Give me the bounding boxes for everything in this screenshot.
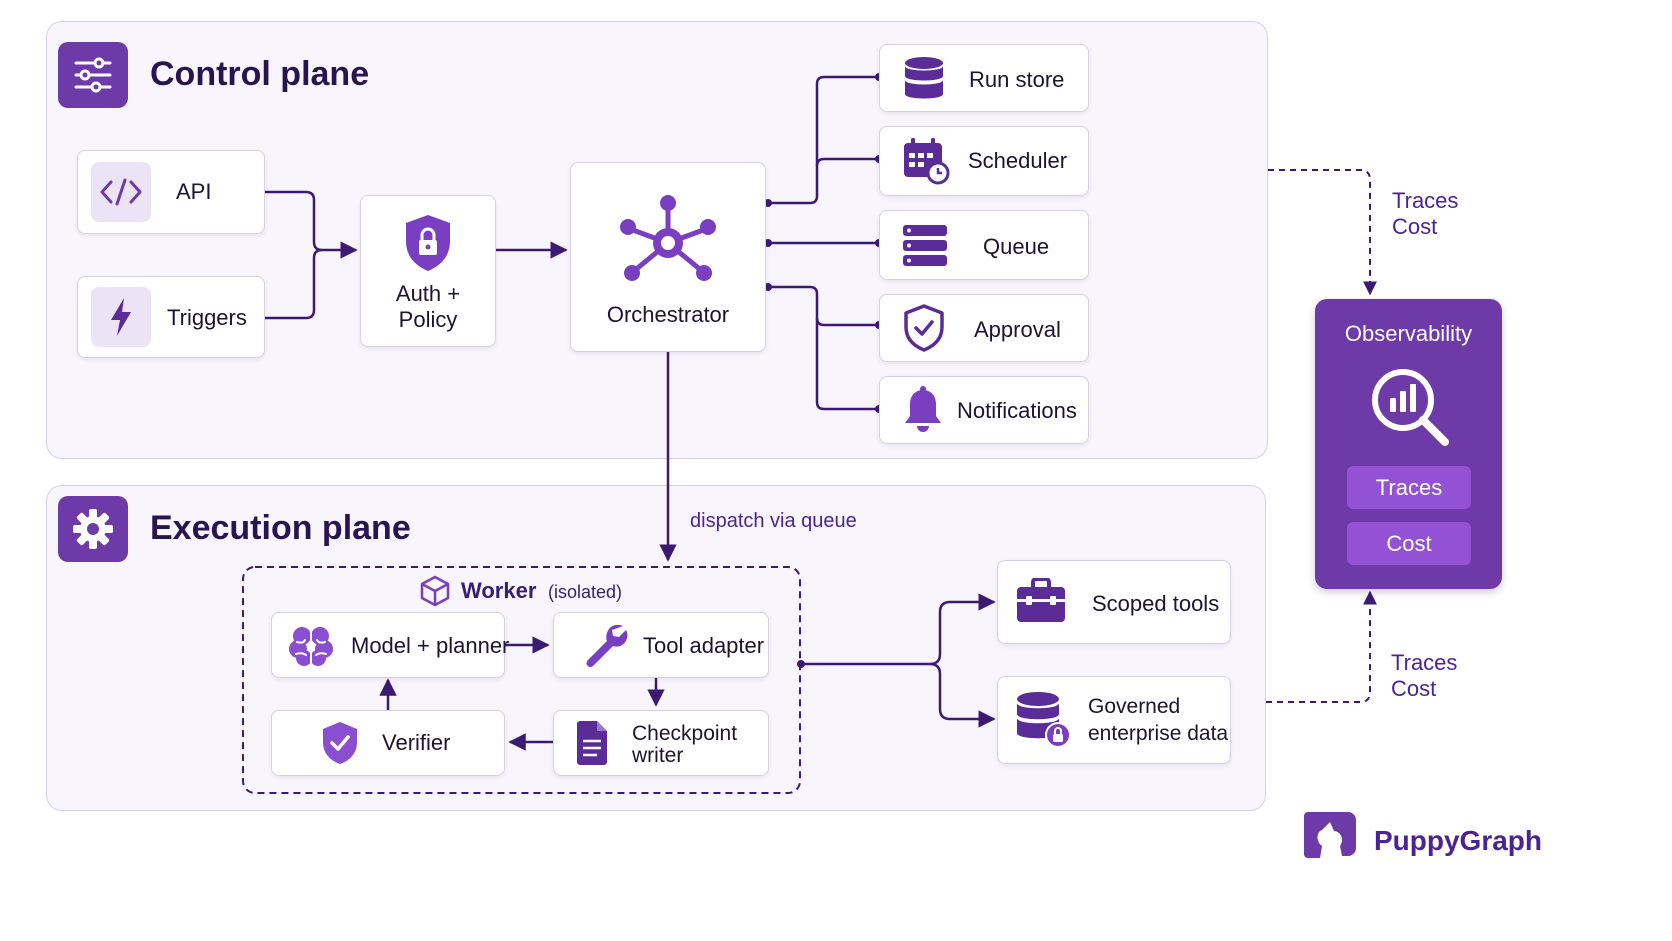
bottom-link-label-line2: Cost [1391, 676, 1437, 701]
model-planner-label: Model + planner [351, 633, 510, 658]
brand-name: PuppyGraph [1374, 825, 1543, 856]
api-label: API [176, 179, 212, 204]
governed-data-card[interactable] [997, 676, 1231, 764]
control-plane-title: Control plane [150, 55, 370, 93]
tool-adapter-card[interactable] [553, 612, 769, 678]
approval-label: Approval [974, 317, 1061, 342]
verifier-label: Verifier [382, 730, 451, 755]
queue-label: Queue [983, 234, 1050, 259]
top-link-label-line2: Cost [1392, 214, 1438, 239]
verifier-card[interactable] [271, 710, 505, 776]
toolbox-icon [1016, 577, 1066, 629]
database-icon [904, 56, 944, 107]
dispatch-label: dispatch via queue [690, 510, 857, 532]
worker-title: Worker [461, 578, 537, 603]
orchestrator-label: Orchestrator [606, 302, 730, 327]
checkpoint-label-line2: writer [632, 744, 684, 767]
governed-label-line2: enterprise data [1088, 722, 1229, 745]
cost-button[interactable]: Cost [1347, 522, 1471, 565]
cube-icon [420, 575, 450, 612]
wrench-icon [583, 622, 629, 673]
notifications-label: Notifications [957, 398, 1077, 423]
approval-card[interactable] [879, 294, 1089, 362]
magnifier-chart-icon [1367, 364, 1451, 453]
execution-plane-title: Execution plane [150, 509, 411, 547]
stacked-list-icon [903, 224, 947, 273]
auth-label-line2: Policy [398, 307, 458, 332]
lightning-icon [91, 287, 151, 347]
puppygraph-logo [1302, 808, 1360, 867]
triggers-label: Triggers [167, 305, 247, 330]
governed-label-line1: Governed [1088, 695, 1181, 718]
auth-label-line1: Auth + [395, 281, 461, 306]
bell-icon [902, 386, 944, 439]
verifier-shield-check-icon [320, 720, 360, 771]
bottom-link-label-line1: Traces [1391, 650, 1458, 675]
database-lock-icon [1016, 691, 1072, 754]
sliders-icon [58, 42, 128, 108]
shield-check-icon [902, 304, 946, 357]
code-icon [91, 162, 151, 222]
gear-icon [58, 496, 128, 562]
tool-adapter-label: Tool adapter [643, 633, 765, 658]
shield-lock-icon [402, 213, 454, 278]
observability-title: Observability [1344, 321, 1473, 346]
top-link-label-line1: Traces [1392, 188, 1459, 213]
worker-note: (isolated) [548, 582, 623, 602]
scheduler-label: Scheduler [968, 148, 1068, 173]
document-icon [575, 721, 609, 770]
calendar-clock-icon [902, 137, 950, 190]
scoped-tools-label: Scoped tools [1092, 591, 1220, 616]
traces-button[interactable]: Traces [1347, 466, 1471, 509]
run-store-label: Run store [969, 67, 1065, 92]
network-hub-icon [616, 193, 720, 290]
checkpoint-label-line1: Checkpoint [632, 722, 738, 745]
brain-icon [288, 624, 334, 673]
